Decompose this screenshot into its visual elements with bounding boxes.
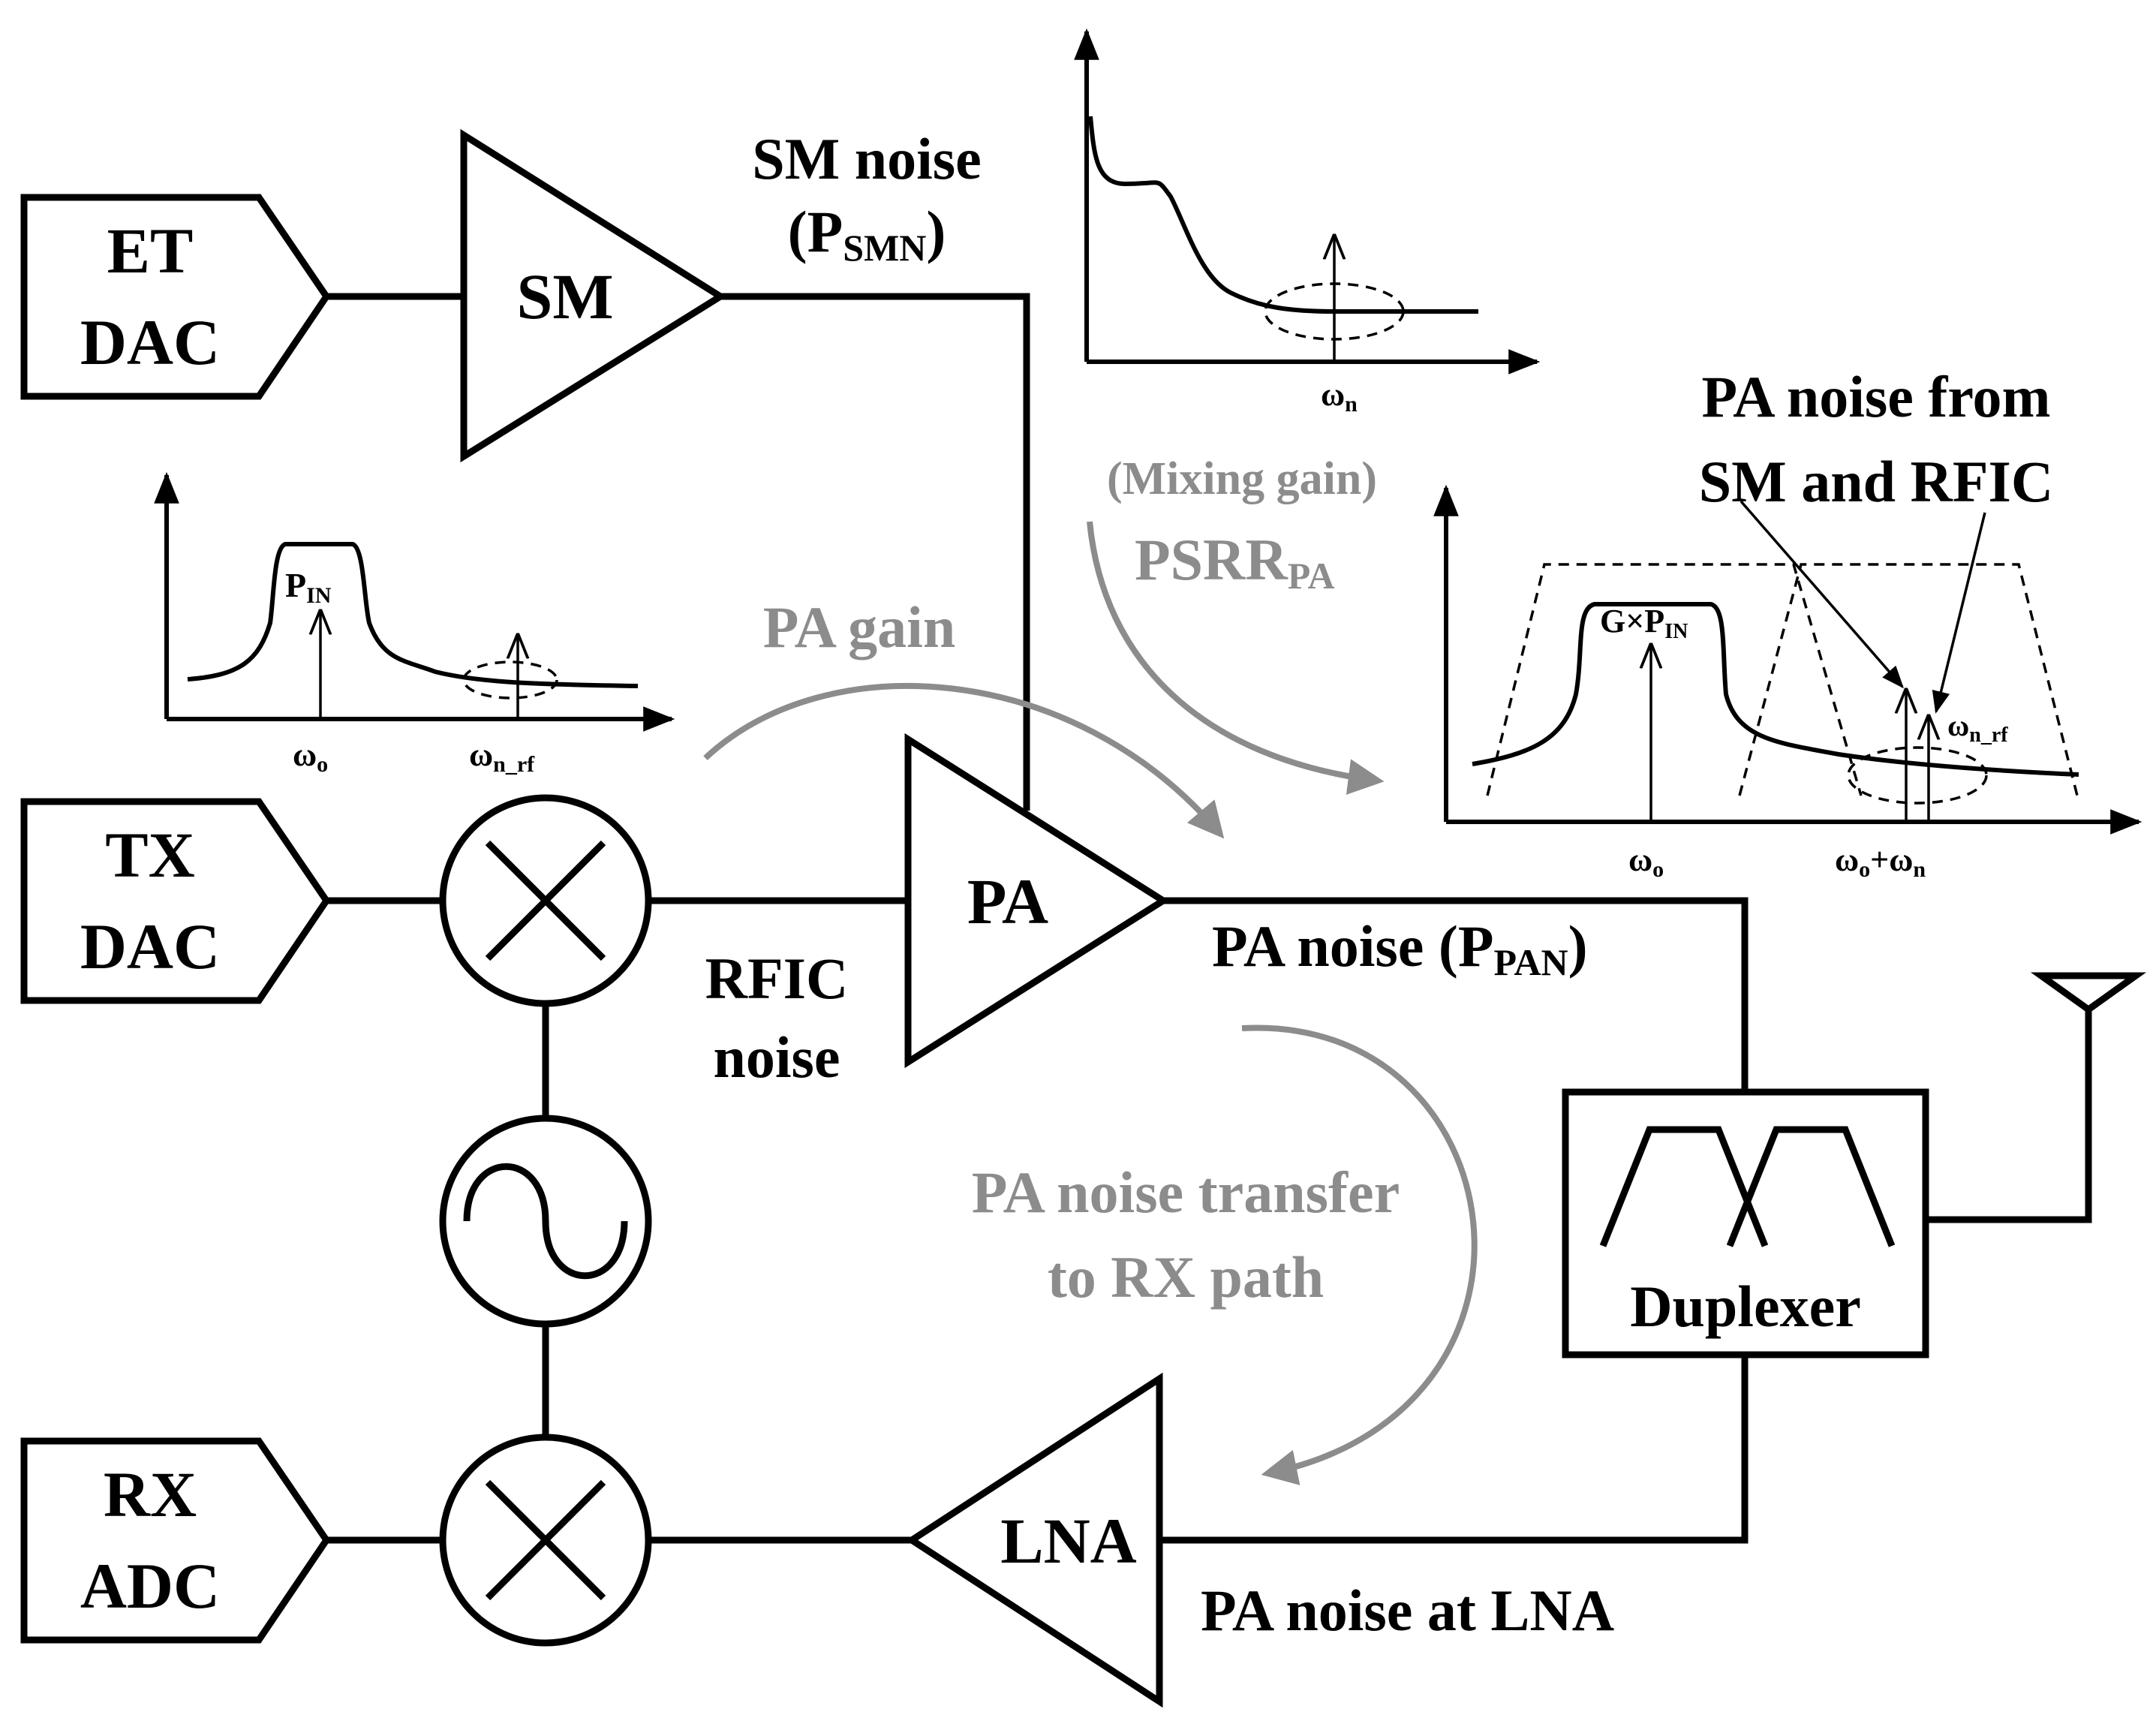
rfic-spectrum-w0: ωo xyxy=(293,736,328,777)
sm-noise-label: SM noise xyxy=(752,126,982,191)
tx-dac-label-2: DAC xyxy=(80,910,220,982)
tx-mixer xyxy=(439,794,652,1007)
pa-gain-arrow xyxy=(703,683,1225,839)
sm-noise-curve xyxy=(1088,116,1478,314)
rfic-spectrum-wn: ωn_rf xyxy=(469,736,535,777)
noise-transfer-arrow xyxy=(1241,1024,1478,1485)
wire-duplexer-lna xyxy=(1159,1355,1749,1544)
pa-output-spectrum: G×PIN ωo ωo+ωn ωn_rf xyxy=(1433,484,2142,882)
local-oscillator xyxy=(439,1115,652,1328)
psrr-label: PSRRPA xyxy=(1135,527,1335,597)
duplexer-filter-icon xyxy=(1599,1126,1896,1247)
pa-output-curve xyxy=(1472,602,2079,777)
pa-amplifier: PA xyxy=(904,733,1170,1069)
rfic-noise-label-1: RFIC xyxy=(705,946,849,1011)
noise-transfer-label-1: PA noise transfer xyxy=(972,1160,1400,1225)
pa-noise-from-pointer-rfic xyxy=(1932,512,1986,714)
wire-sm-pa-supply xyxy=(720,293,1030,811)
pa-noise-from-label-1: PA noise from xyxy=(1701,364,2050,429)
lna-label: LNA xyxy=(1000,1505,1137,1577)
pa-spectrum-gpin: G×PIN xyxy=(1600,603,1688,643)
rx-filter-mask xyxy=(1738,563,2079,796)
sm-noise-symbol: (PSMN) xyxy=(788,199,946,269)
sm-amplifier: SM xyxy=(460,128,727,463)
rfic-spectrum-pin: PIN xyxy=(285,566,332,608)
sm-spectrum-omega: ωn xyxy=(1321,376,1358,417)
pa-noise-from-pointer-sm xyxy=(1740,500,1904,689)
tx-dac-label-1: TX xyxy=(105,819,194,891)
pa-label: PA xyxy=(967,865,1048,937)
sm-noise-spectrum: ωn xyxy=(1074,28,1541,417)
rx-adc-label-1: RX xyxy=(104,1458,197,1530)
et-dac-label-2: DAC xyxy=(80,306,220,378)
psrr-arrow xyxy=(1087,521,1385,795)
et-dac-label-1: ET xyxy=(107,215,194,287)
antenna-icon xyxy=(2030,972,2147,1014)
pa-spectrum-w0: ωo xyxy=(1628,841,1664,882)
pa-noise-label: PA noise (PPAN) xyxy=(1212,913,1588,983)
pa-spectrum-wnrf: ωn_rf xyxy=(1947,709,2008,747)
rfic-output-curve xyxy=(187,542,639,688)
rfic-noise-label-2: noise xyxy=(713,1024,840,1090)
duplexer-block: Duplexer xyxy=(1562,1088,1929,1358)
duplexer-label: Duplexer xyxy=(1630,1274,1861,1339)
pa-spectrum-wsum: ωo+ωn xyxy=(1835,841,1926,882)
sine-wave-icon xyxy=(463,1163,628,1280)
rx-adc-label-2: ADC xyxy=(80,1550,220,1622)
tx-filter-mask xyxy=(1486,563,1863,796)
wire-duplexer-antenna xyxy=(1926,1009,2092,1223)
rx-mixer xyxy=(439,1434,652,1647)
tx-dac-block: TX DAC xyxy=(20,798,331,1004)
pa-noise-at-lna-label: PA noise at LNA xyxy=(1201,1578,1614,1643)
sm-label: SM xyxy=(517,260,614,332)
signal-wires xyxy=(326,293,2092,1544)
wire-pa-duplexer xyxy=(1163,897,1749,1092)
mixing-gain-label: (Mixing gain) xyxy=(1107,453,1377,504)
pa-noise-from-label-2: SM and RFIC xyxy=(1699,449,2053,514)
rx-adc-block: RX ADC xyxy=(20,1437,331,1644)
noise-transfer-label-2: to RX path xyxy=(1048,1244,1324,1310)
lna-amplifier: LNA xyxy=(905,1372,1163,1708)
et-dac-block: ET DAC xyxy=(20,194,331,400)
rfic-output-spectrum: PIN ωo ωn_rf xyxy=(154,471,675,777)
pa-gain-label: PA gain xyxy=(763,594,955,660)
